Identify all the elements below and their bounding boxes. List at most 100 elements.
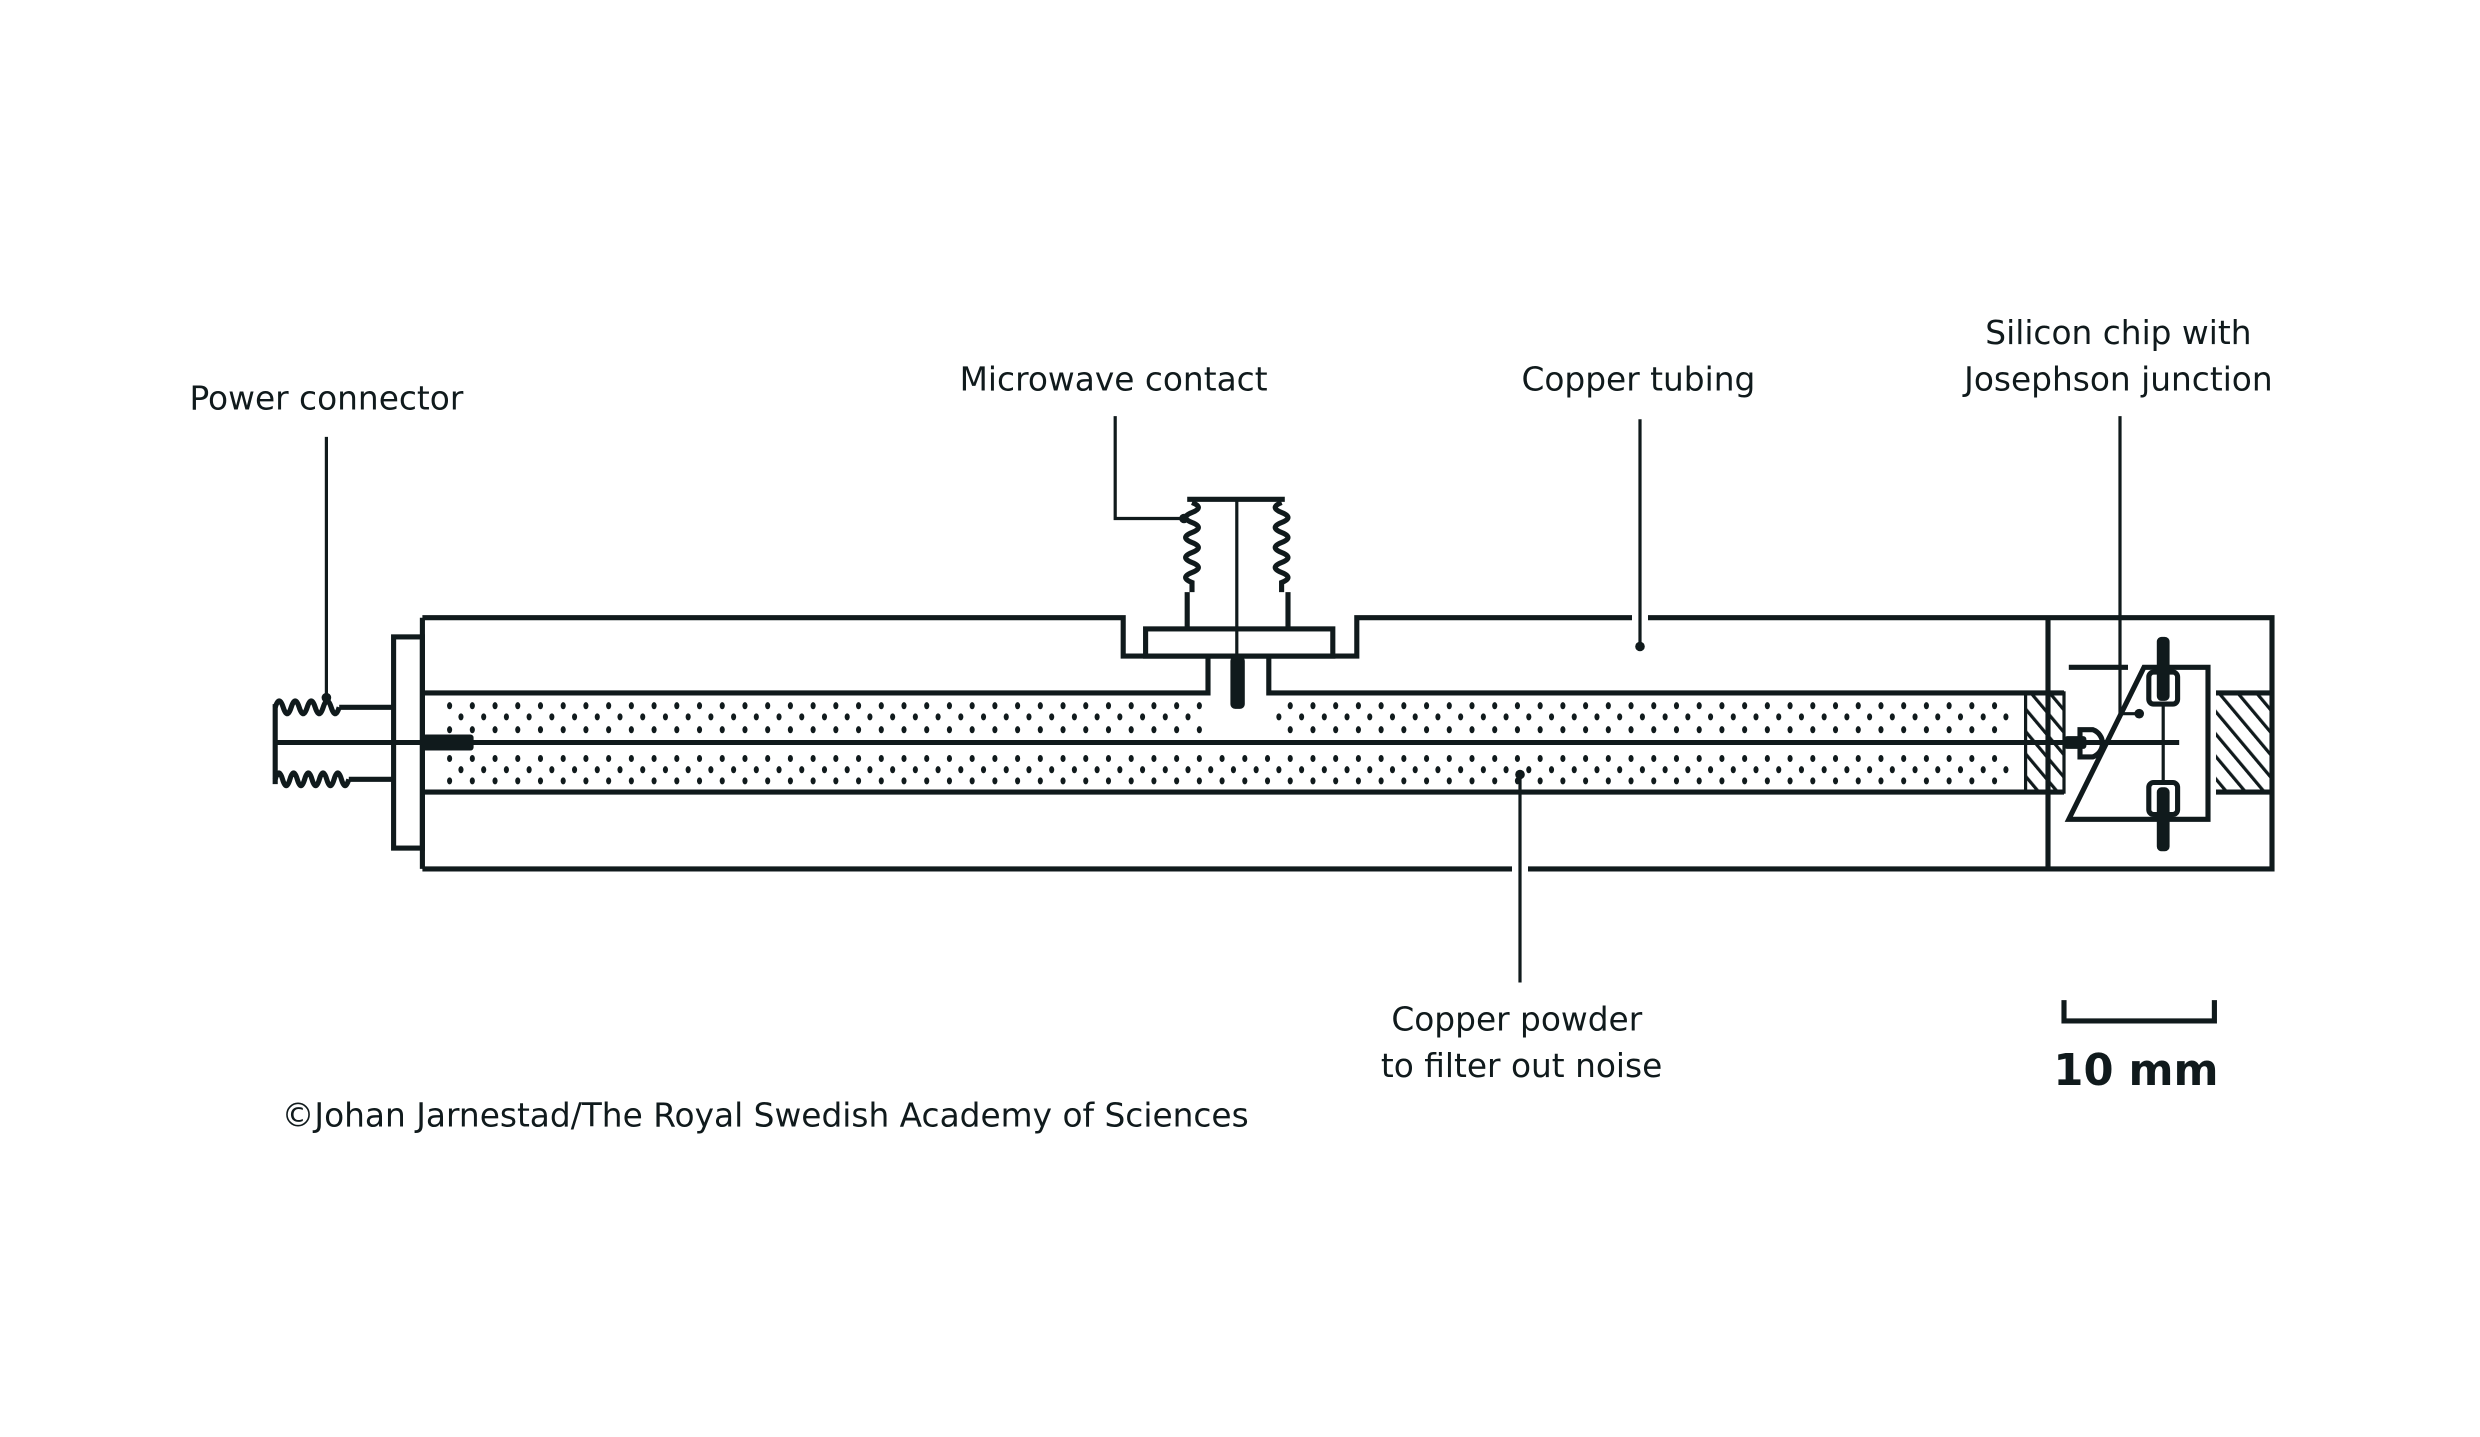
powder-dot bbox=[1480, 766, 1486, 774]
powder-dot bbox=[1957, 713, 1964, 721]
powder-dot bbox=[1832, 777, 1839, 785]
powder-dot bbox=[833, 777, 839, 785]
powder-dot bbox=[458, 713, 464, 721]
powder-dot bbox=[1810, 702, 1816, 710]
powder-dot bbox=[1696, 726, 1702, 734]
powder-dot bbox=[867, 713, 873, 721]
powder-dot bbox=[1037, 777, 1043, 785]
powder-dot bbox=[549, 713, 555, 721]
powder-dot bbox=[1321, 713, 1327, 721]
powder-dot bbox=[708, 766, 714, 774]
powder-dot bbox=[1333, 726, 1339, 734]
powder-dot bbox=[1594, 713, 1600, 721]
powder-dot bbox=[1571, 713, 1577, 721]
powder-dot bbox=[447, 754, 453, 763]
powder-dot bbox=[651, 702, 657, 710]
powder-dot bbox=[969, 754, 975, 763]
powder-dot bbox=[469, 777, 475, 785]
powder-dot bbox=[1855, 702, 1861, 710]
powder-dot bbox=[935, 766, 941, 774]
powder-dot bbox=[1071, 713, 1077, 721]
powder-dot bbox=[1526, 713, 1532, 721]
powder-dot bbox=[492, 777, 498, 785]
powder-dot bbox=[878, 726, 884, 734]
powder-dot bbox=[1798, 713, 1804, 721]
powder-dot bbox=[606, 726, 612, 734]
powder-dot bbox=[980, 766, 987, 774]
powder-dot bbox=[1310, 754, 1316, 763]
powder-dot bbox=[1810, 777, 1816, 785]
powder-dot bbox=[992, 754, 998, 763]
powder-dot bbox=[1708, 766, 1714, 774]
powder-dot bbox=[901, 754, 907, 763]
powder-dot bbox=[1105, 726, 1112, 734]
powder-dot bbox=[969, 777, 975, 785]
powder-dot bbox=[765, 777, 771, 785]
powder-dot bbox=[799, 713, 805, 721]
powder-dot bbox=[821, 766, 828, 774]
powder-dot bbox=[1015, 726, 1021, 734]
powder-dot bbox=[901, 702, 907, 710]
powder-dot bbox=[1151, 702, 1157, 710]
powder-dot bbox=[878, 754, 884, 763]
powder-dot bbox=[1503, 766, 1509, 774]
powder-dot bbox=[992, 702, 998, 710]
powder-dot bbox=[1969, 702, 1975, 710]
powder-dot bbox=[685, 713, 691, 721]
powder-dot bbox=[492, 754, 498, 763]
powder-dot bbox=[1503, 713, 1509, 721]
powder-dot bbox=[1128, 777, 1134, 785]
label-copper-powder-1: Copper powder bbox=[1391, 1001, 1642, 1039]
powder-dot bbox=[583, 777, 589, 785]
powder-dot bbox=[2003, 713, 2009, 721]
powder-dot bbox=[1571, 766, 1577, 774]
powder-dot bbox=[1935, 766, 1941, 774]
powder-dot bbox=[1424, 777, 1430, 785]
powder-dot bbox=[1151, 726, 1157, 734]
powder-dot bbox=[1526, 766, 1532, 774]
powder-dot bbox=[606, 702, 612, 710]
powder-dot bbox=[719, 726, 725, 734]
powder-dot bbox=[1617, 766, 1623, 774]
powder-dot bbox=[1901, 726, 1907, 734]
powder-dot bbox=[1083, 726, 1089, 734]
powder-dot bbox=[537, 754, 544, 763]
powder-dot bbox=[503, 766, 509, 774]
powder-dot bbox=[1537, 777, 1543, 785]
powder-dot bbox=[1912, 766, 1918, 774]
powder-dot bbox=[1219, 754, 1225, 763]
powder-dot bbox=[662, 766, 668, 774]
power-connector bbox=[272, 634, 474, 851]
powder-dot bbox=[1333, 702, 1339, 710]
powder-dot bbox=[651, 754, 657, 763]
powder-dot bbox=[844, 713, 850, 721]
powder-dot bbox=[674, 754, 680, 763]
powder-dot bbox=[1401, 726, 1407, 734]
powder-dot bbox=[1162, 713, 1168, 721]
powder-dot bbox=[1469, 754, 1475, 763]
powder-dot bbox=[1015, 754, 1021, 763]
powder-dot bbox=[753, 713, 759, 721]
powder-dot bbox=[1003, 713, 1009, 721]
powder-dot bbox=[1742, 702, 1748, 710]
powder-dot bbox=[1878, 777, 1884, 785]
label-copper-powder-2: to filter out noise bbox=[1381, 1047, 1662, 1085]
powder-dot bbox=[1310, 702, 1316, 710]
powder-dot bbox=[583, 702, 589, 710]
powder-dot bbox=[765, 754, 771, 763]
powder-dot bbox=[1230, 766, 1237, 774]
powder-dot bbox=[1764, 777, 1770, 785]
powder-dot bbox=[856, 754, 862, 763]
powder-dot bbox=[1264, 754, 1271, 763]
powder-dot bbox=[946, 702, 953, 710]
powder-dot bbox=[992, 777, 998, 785]
powder-dot bbox=[537, 702, 544, 710]
powder-dot bbox=[1105, 754, 1112, 763]
powder-dot bbox=[447, 726, 453, 734]
leader-lines bbox=[321, 416, 2144, 983]
powder-dot bbox=[1219, 777, 1225, 785]
powder-dot bbox=[1401, 754, 1407, 763]
powder-dot bbox=[651, 726, 657, 734]
powder-dot bbox=[1196, 702, 1202, 710]
